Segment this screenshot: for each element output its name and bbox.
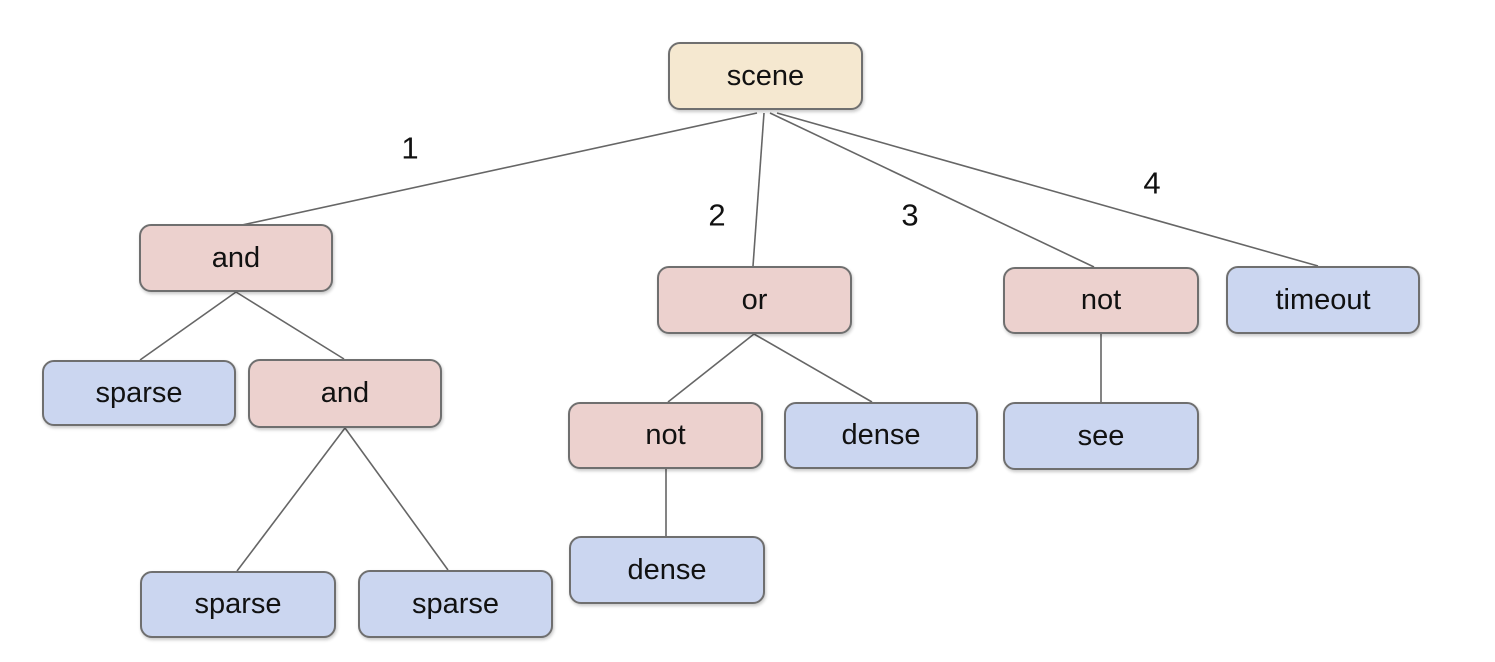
edge-label-2: 2 xyxy=(708,198,725,233)
edge-scene-and1 xyxy=(241,112,758,226)
edge-label-4: 4 xyxy=(1143,166,1160,201)
tree-node-dense2: dense xyxy=(569,536,765,604)
edge-scene-not-right xyxy=(769,112,1095,268)
tree-node-not-mid: not xyxy=(568,402,763,469)
tree-node-sparse3: sparse xyxy=(358,570,553,638)
tree-node-dense1: dense xyxy=(784,402,978,469)
edge-and2-sparse2 xyxy=(236,427,346,572)
edge-and2-sparse3 xyxy=(344,427,449,571)
edge-label-3: 3 xyxy=(901,198,918,233)
tree-node-see: see xyxy=(1003,402,1199,470)
edge-scene-timeout xyxy=(776,112,1319,267)
tree-node-and1: and xyxy=(139,224,333,292)
edge-or1-dense1 xyxy=(753,333,873,403)
edge-scene-or1 xyxy=(752,112,765,267)
tree-node-and2: and xyxy=(248,359,442,428)
tree-node-not-right: not xyxy=(1003,267,1199,334)
edge-label-1: 1 xyxy=(401,131,418,166)
edge-and1-sparse1 xyxy=(139,291,237,361)
tree-node-or1: or xyxy=(657,266,852,334)
tree-node-sparse2: sparse xyxy=(140,571,336,638)
tree-node-scene: scene xyxy=(668,42,863,110)
edge-and1-and2 xyxy=(235,291,345,360)
edge-or1-not-mid xyxy=(667,333,755,403)
tree-node-sparse1: sparse xyxy=(42,360,236,426)
tree-node-timeout: timeout xyxy=(1226,266,1420,334)
